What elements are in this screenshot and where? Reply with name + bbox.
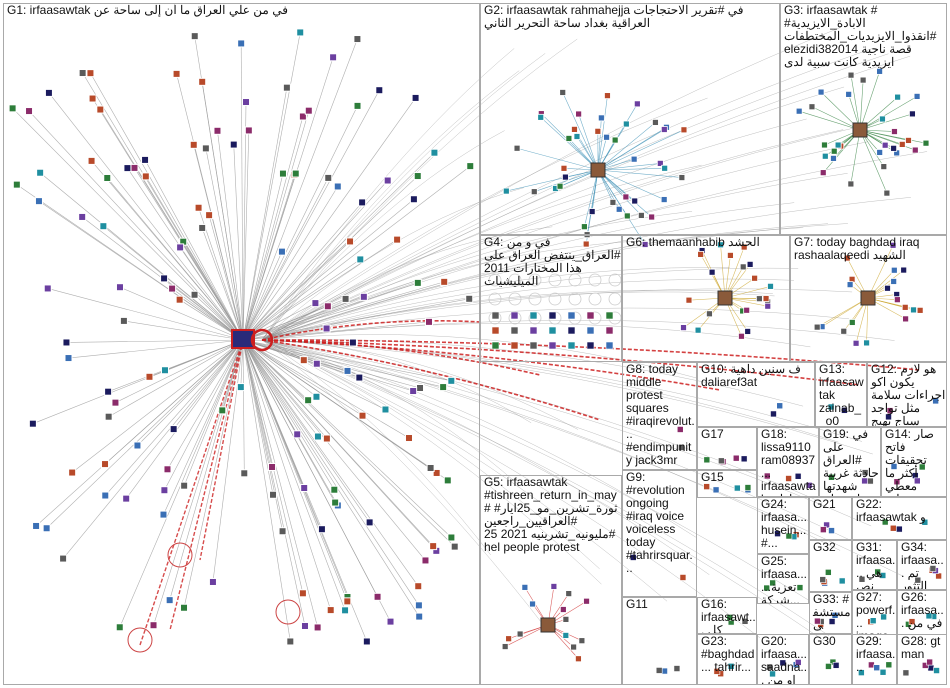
group-label: G11 [626, 598, 648, 611]
group-g29: G29: irfaasa... [852, 634, 897, 685]
group-g6: G6: themaanhabib الحشد [622, 235, 790, 362]
group-g12: G12: هو لازم يكون اكو اجراءات سلامة مثل … [867, 362, 947, 427]
group-label: G31: irfaasa... هي نص [856, 541, 896, 590]
group-g22: G22: irfaasawtak و [852, 497, 947, 540]
group-g15: G15 [697, 470, 757, 498]
group-label: G16: irfaasawt... كل الجهات kgadd3 قلب ه… [701, 598, 756, 634]
group-label: G34: irfaasa... تم التثور [901, 541, 946, 590]
group-label: G33: # مستشفى [813, 593, 851, 632]
group-label: G14: صار فاتح تحقيقات أكثر ما معطي تصريح… [885, 428, 946, 497]
group-g30: G30 [809, 634, 852, 685]
group-g3: G3: irfaasawtak # #الابادة_الايزيدية #ان… [780, 3, 947, 235]
group-g33: G33: # مستشفى [809, 592, 852, 634]
group-g31: G31: irfaasa... هي نص [852, 540, 897, 590]
group-g23: G23: #baghdad... tahrir... [697, 634, 757, 685]
group-label: G7: today baghdad iraq rashaalaqeedi الش… [794, 236, 946, 262]
group-g26: G26: irfaasa... في من [897, 590, 947, 635]
group-g25: G25: irfaasa... تعزية... شركة... [757, 554, 809, 604]
group-g34: G34: irfaasa... تم التثور [897, 540, 947, 590]
group-label: G23: #baghdad... tahrir... [701, 635, 756, 674]
group-label: G12: هو لازم يكون اكو اجراءات سلامة مثل … [871, 363, 946, 427]
group-label: G29: irfaasa... [856, 635, 896, 674]
group-label: G5: irfaasawtak #tishreen_return_in_may … [484, 476, 621, 554]
group-g7: G7: today baghdad iraq rashaalaqeedi الش… [790, 235, 947, 362]
group-g4: G4: في و من #العراق_ينتفض العراق على هذا… [480, 235, 622, 362]
group-g16: G16: irfaasawt... كل الجهات kgadd3 قلب ه… [697, 597, 757, 634]
group-label: G25: irfaasa... تعزية... شركة... [761, 555, 808, 604]
group-g1: G1: irfaasawtak في من علي العراق ما أن إ… [3, 3, 480, 685]
group-label: G20: irfaasa... saadna... او من [761, 635, 808, 685]
group-label: G18: lissa9110 ram08937... irfaasawtak م… [761, 428, 818, 497]
group-label: G17 [701, 428, 724, 441]
group-g9: G9: #revolution ongoing #iraq voice voic… [622, 470, 697, 597]
group-g28: G28: gt man [897, 634, 947, 685]
group-g13: G13: irfaasawtak zainab__o0 kawthar_16..… [815, 362, 867, 427]
group-label: G4: في و من #العراق_ينتفض العراق على هذا… [484, 236, 621, 288]
group-label: G27: powerf... image... [856, 591, 896, 635]
group-g24: G24: irfaasa... husein... #... [757, 497, 809, 554]
group-g21: G21 [809, 497, 852, 540]
group-label: G19: في على #العراق حادثة غريبة شهدتها ب… [823, 428, 880, 497]
group-g5: G5: irfaasawtak #tishreen_return_in_may … [480, 475, 622, 685]
group-g17: G17 [697, 427, 757, 470]
group-label: G2: irfaasawtak rahmahejja في #تقرير الا… [484, 4, 779, 30]
group-g20: G20: irfaasa... saadna... او من [757, 634, 809, 685]
group-g2: G2: irfaasawtak rahmahejja في #تقرير الا… [480, 3, 780, 235]
group-label: G28: gt man [901, 635, 946, 661]
group-label: G24: irfaasa... husein... #... [761, 498, 808, 550]
group-g10: G10: ف سنين داهية daliaref3at [697, 362, 815, 427]
group-label: G10: ف سنين داهية daliaref3at [701, 363, 814, 389]
group-label: G9: #revolution ongoing #iraq voice voic… [626, 471, 696, 575]
group-label: G22: irfaasawtak و [856, 498, 946, 524]
group-label: G30 [813, 635, 836, 648]
group-g32: G32 [809, 540, 852, 592]
group-label: G13: irfaasawtak zainab__o0 kawthar_16..… [819, 363, 866, 427]
group-label: G3: irfaasawtak # #الابادة_الايزيدية #ان… [784, 4, 946, 69]
group-label: G1: irfaasawtak في من علي العراق ما أن إ… [7, 4, 288, 17]
group-g27: G27: powerf... image... [852, 590, 897, 635]
group-g14: G14: صار فاتح تحقيقات أكثر ما معطي تصريح… [881, 427, 947, 497]
group-label: G32 [813, 541, 836, 554]
group-label: G26: irfaasa... في من [901, 591, 946, 630]
group-label: G15 [701, 471, 724, 484]
group-g19: G19: في على #العراق حادثة غريبة شهدتها ب… [819, 427, 881, 497]
group-label: G6: themaanhabib الحشد [626, 236, 760, 249]
group-g18: G18: lissa9110 ram08937... irfaasawtak م… [757, 427, 819, 497]
group-g8: G8: today middle protest squares #iraqir… [622, 362, 697, 470]
group-g11: G11 [622, 597, 697, 685]
group-label: G8: today middle protest squares #iraqir… [626, 363, 696, 467]
group-label: G21 [813, 498, 836, 511]
